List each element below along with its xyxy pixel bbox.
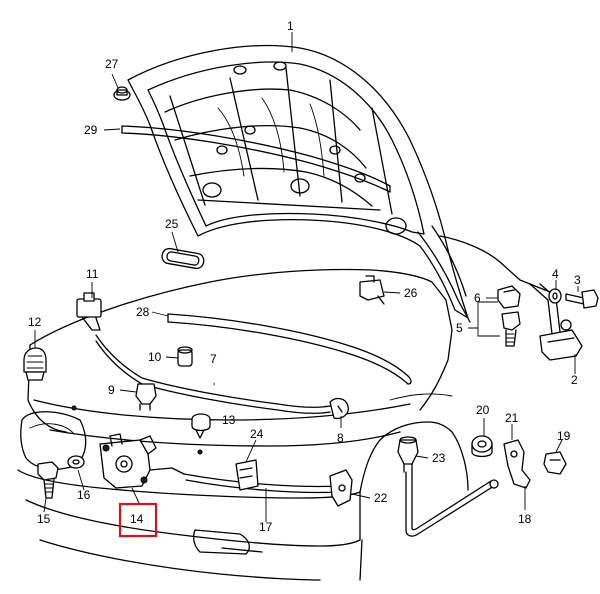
washer-4 [548, 288, 562, 304]
callout-7: 7 [210, 352, 217, 366]
release-cable [95, 334, 331, 408]
callout-22: 22 [374, 491, 388, 505]
plug-19 [543, 451, 567, 475]
prop-rod-holder [397, 436, 419, 473]
cable-end-clip [329, 397, 349, 420]
callout-27: 27 [105, 57, 119, 71]
leader-lines [34, 32, 579, 522]
pull-cable [183, 473, 341, 488]
hood-hinge [529, 283, 583, 361]
callout-25: 25 [165, 217, 179, 231]
callout-2: 2 [571, 373, 578, 387]
callout-28: 28 [136, 305, 150, 319]
rubber-seal-strip [121, 125, 391, 187]
callout-3: 3 [574, 273, 581, 287]
callout-4: 4 [552, 267, 559, 281]
callout-8: 8 [337, 431, 344, 445]
callout-18: 18 [518, 512, 532, 526]
callout-15: 15 [37, 512, 51, 526]
nut-6 [497, 285, 521, 309]
bolt-15 [37, 461, 59, 499]
grommet-20 [471, 435, 493, 458]
callout-17: 17 [259, 520, 273, 534]
release-lever [76, 292, 102, 331]
prop-rod [405, 471, 495, 537]
mount-hole [197, 449, 203, 455]
cable-sleeve [177, 346, 193, 367]
windscreen-edge [439, 235, 561, 297]
cowl-seal [167, 313, 409, 377]
contact-switch [359, 275, 385, 305]
callout-10: 10 [148, 350, 162, 364]
grommet [113, 86, 131, 101]
rubber-buffer [23, 347, 47, 381]
lock-bracket [235, 459, 259, 491]
callout-21: 21 [505, 411, 519, 425]
hood-panel [127, 44, 471, 323]
callout-14-highlight-box [118, 502, 158, 538]
callout-12: 12 [28, 315, 42, 329]
rod-holder [503, 439, 531, 489]
callout-11: 11 [86, 267, 99, 281]
callout-29: 29 [84, 123, 98, 137]
callout-19: 19 [557, 429, 571, 443]
callout-9: 9 [108, 383, 115, 397]
hood-lock [99, 433, 185, 489]
buffer-pad [161, 247, 205, 270]
callout-6: 6 [474, 291, 481, 305]
buffer-stop [191, 413, 211, 439]
callout-1: 1 [287, 19, 294, 33]
callout-16: 16 [77, 488, 91, 502]
callout-14: 14 [130, 512, 144, 526]
safety-catch [329, 469, 353, 507]
callout-24: 24 [250, 427, 264, 441]
washer-16 [67, 455, 85, 469]
callout-13: 13 [222, 413, 236, 427]
cable-clip [135, 383, 157, 411]
mount-hole [71, 405, 77, 411]
callout-26: 26 [404, 286, 418, 300]
callout-23: 23 [432, 451, 446, 465]
callout-20: 20 [476, 403, 490, 417]
bolt-3 [565, 289, 599, 309]
callout-5: 5 [456, 321, 463, 335]
bolt-5 [501, 311, 521, 347]
